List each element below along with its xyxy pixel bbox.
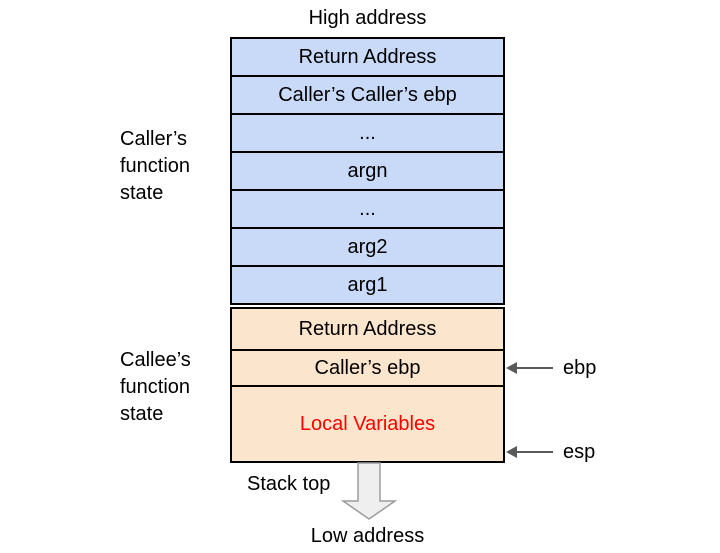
stack-row-arg2: arg2 (232, 227, 503, 265)
callee-state-label: Callee’s function state (120, 347, 191, 428)
stack-growth-down-arrow-icon (341, 462, 397, 520)
ebp-arrow-line (517, 367, 553, 369)
high-address-label: High address (308, 7, 427, 29)
stack-row-argn: argn (232, 151, 503, 189)
callee-stack-section: Return Address Caller’s ebp Local Variab… (230, 307, 505, 463)
esp-pointer: esp (506, 441, 596, 463)
stack-top-label: Stack top (247, 473, 331, 495)
stack-row-local-variables: Local Variables (232, 385, 503, 461)
ebp-arrow-icon (506, 362, 517, 374)
stack-row-ellipsis-lower: ... (232, 189, 503, 227)
stack-row-return-address-caller: Return Address (298, 45, 437, 68)
caller-state-label-line3: state (120, 182, 164, 204)
callee-state-label-line3: state (120, 403, 164, 425)
callee-state-label-line2: function (120, 376, 191, 398)
ebp-pointer: ebp (506, 357, 597, 379)
stack-row-return-address-callee: Return Address (298, 317, 437, 340)
stack-row-callers-callers-ebp: Caller’s Caller’s ebp (232, 75, 503, 113)
stack-row-callers-ebp: Caller’s ebp (232, 349, 503, 385)
caller-stack-section: Return Address Caller’s Caller’s ebp ...… (230, 37, 505, 305)
stack-row-ellipsis-upper: ... (232, 113, 503, 151)
caller-state-label-line2: function (120, 155, 191, 177)
esp-register-label: esp (563, 441, 596, 463)
caller-state-label-line1: Caller’s (120, 128, 188, 150)
caller-state-label: Caller’s function state (120, 126, 190, 207)
ebp-register-label: ebp (563, 357, 597, 379)
low-address-label: Low address (310, 525, 425, 547)
esp-arrow-line (517, 451, 553, 453)
stack-row-arg1: arg1 (232, 265, 503, 303)
esp-arrow-icon (506, 446, 517, 458)
callee-state-label-line1: Callee’s (120, 349, 191, 371)
